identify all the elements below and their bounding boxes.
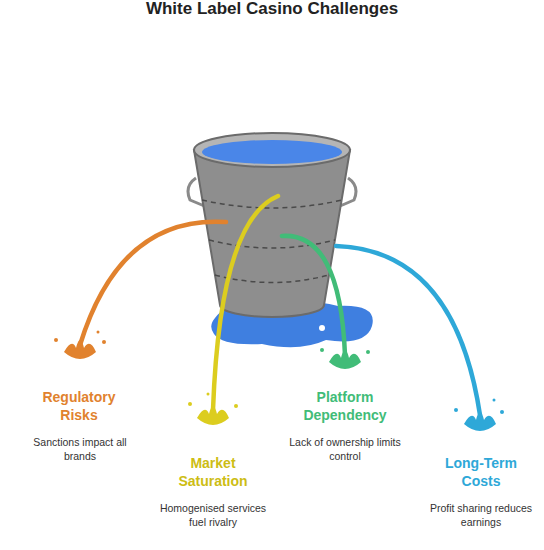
splash [320, 348, 370, 369]
challenge-description: Lack of ownership limits control [283, 436, 408, 463]
challenge-description: Homogenised services fuel rivalry [151, 502, 276, 529]
challenge-heading: Platform Dependency [290, 388, 400, 424]
splash [188, 393, 238, 426]
bucket-rim [194, 133, 350, 167]
challenge-heading: Long-Term Costs [431, 454, 531, 490]
challenge-heading: Market Saturation [163, 454, 263, 490]
splash [54, 331, 106, 360]
diagram-title: White Label Casino Challenges [12, 0, 532, 20]
bucket-body [194, 150, 350, 317]
leak-stream [282, 236, 345, 355]
puddle-bubble [319, 325, 325, 331]
challenge-description: Sanctions impact all brands [20, 436, 140, 463]
splash [454, 399, 504, 432]
bucket-water [202, 140, 342, 164]
challenge-heading: Regulatory Risks [29, 388, 129, 424]
challenge-description: Profit sharing reduces earnings [426, 502, 536, 529]
leak-stream [80, 222, 226, 345]
bucket-seam [215, 275, 329, 283]
leak-stream [213, 196, 278, 410]
